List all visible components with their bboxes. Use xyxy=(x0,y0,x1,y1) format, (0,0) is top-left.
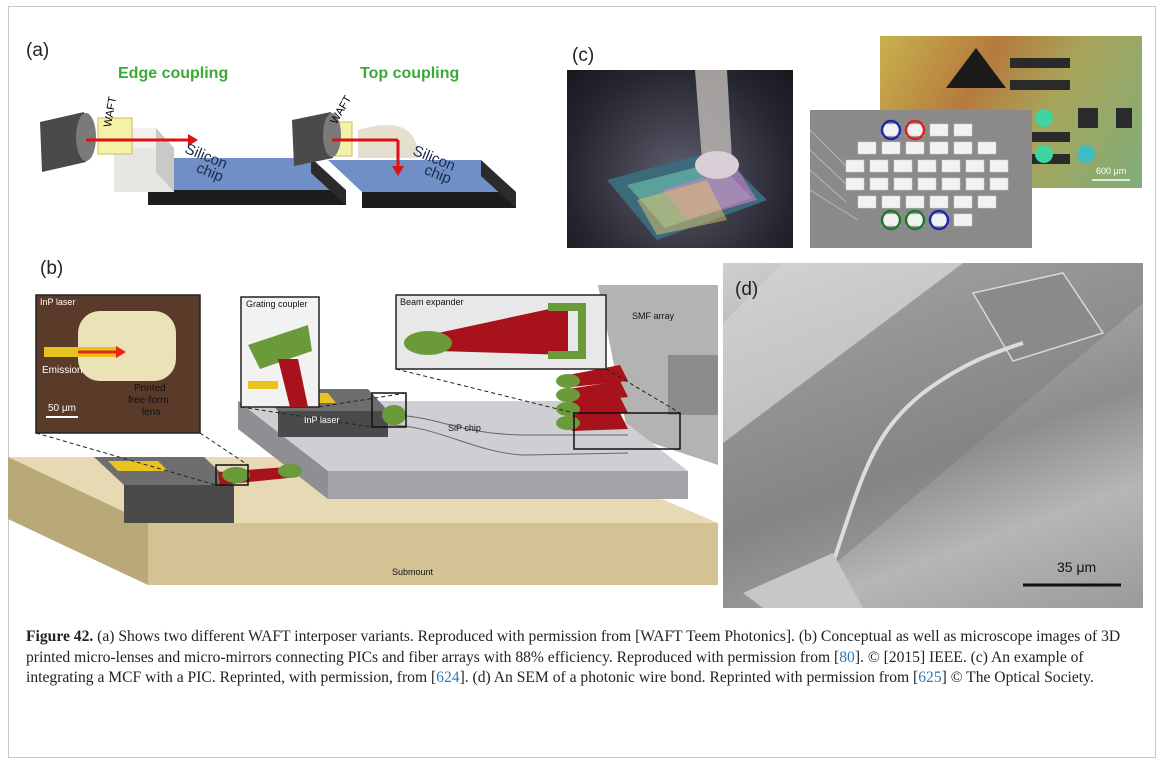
panel-b-label: (b) xyxy=(40,258,64,279)
smf-array-label: SMF array xyxy=(632,311,675,321)
panel-a-label: (a) xyxy=(26,40,50,61)
scale-50um: 50 μm xyxy=(48,403,76,414)
panel-d: (d) 35 μm xyxy=(723,263,1143,608)
top-coupling-title: Top coupling xyxy=(360,65,460,82)
ref-link-80[interactable]: 80 xyxy=(839,648,855,666)
mcf-chip-photo xyxy=(607,70,767,240)
inset-printed-3: lens xyxy=(142,407,161,418)
sem-wire-bond xyxy=(723,263,1143,608)
pad-grid xyxy=(810,119,1009,231)
figure-caption: Figure 42. (a) Shows two different WAFT … xyxy=(26,627,1144,689)
caption-seg-4: ] © The Optical Society. xyxy=(941,669,1094,686)
inp-laser-chip-label: InP laser xyxy=(304,415,340,425)
panel-a: (a) Edge coupling Top coupling WAFT Sili… xyxy=(26,40,546,240)
waft-illustration xyxy=(40,112,516,208)
inset-inp-laser: InP laser xyxy=(40,297,76,307)
edge-coupling-title: Edge coupling xyxy=(118,65,229,82)
figure-label: Figure 42. xyxy=(26,628,94,645)
inset-printed-1: Printed xyxy=(134,383,166,394)
inset-grating-coupler: Grating coupler xyxy=(246,299,308,309)
caption-seg-3: ]. (d) An SEM of a photonic wire bond. R… xyxy=(459,669,919,686)
scale-35um: 35 μm xyxy=(1057,559,1097,575)
inset-emission: Emission xyxy=(42,365,83,376)
scale-600um: 600 μm xyxy=(1096,166,1127,176)
panel-c-label: (c) xyxy=(572,45,595,66)
pic-micrograph xyxy=(946,48,1132,181)
caption-seg-2: ]. © [2015] IEEE. (c) An example of inte… xyxy=(26,648,1084,687)
submount-label: Submount xyxy=(392,567,434,577)
pwb-concept-illustration xyxy=(8,285,718,585)
panel-b: InP laser Emission Printed free-form len… xyxy=(8,285,718,605)
sip-chip-label: SiP chip xyxy=(448,423,481,433)
panel-c-photo xyxy=(567,70,793,248)
ref-link-625[interactable]: 625 xyxy=(918,669,942,686)
ref-link-624[interactable]: 624 xyxy=(436,669,460,686)
panel-d-label: (d) xyxy=(735,279,759,300)
inset-printed-2: free-form xyxy=(128,395,169,406)
inset-beam-expander: Beam expander xyxy=(400,297,464,307)
caption-seg-1: (a) Shows two different WAFT interposer … xyxy=(26,628,1121,666)
panel-c-pad-grid xyxy=(810,110,1032,248)
